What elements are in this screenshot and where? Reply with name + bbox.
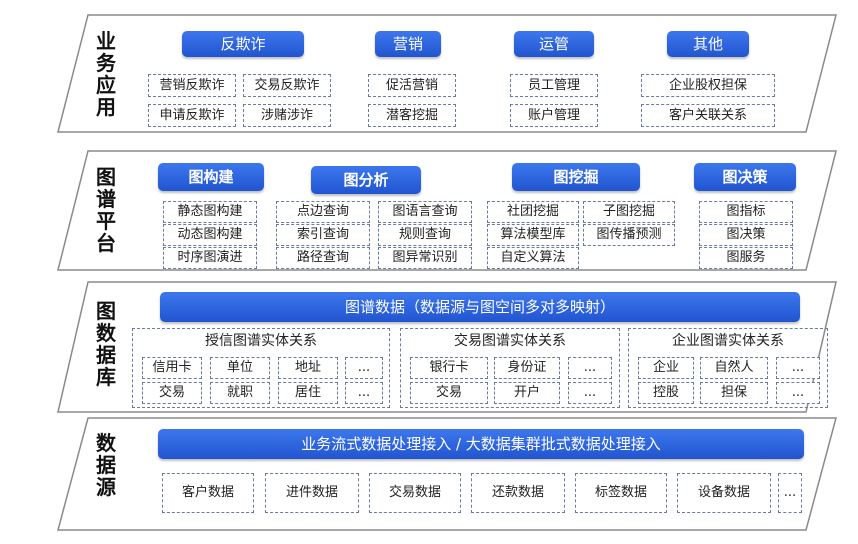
credit-graph-title: 授信图谱实体关系	[205, 333, 317, 349]
enterprise-entity-company: 企业	[638, 357, 694, 379]
app-item-prospect-mining: 潜客挖掘	[368, 104, 456, 127]
source-more: ...	[778, 473, 802, 513]
platform-item-index-query: 索引查询	[276, 224, 370, 246]
app-item-transaction-anti-fraud: 交易反欺诈	[243, 74, 331, 97]
platform-item-static-graph-build: 静态图构建	[163, 201, 257, 223]
transaction-entity-more: ...	[568, 357, 612, 379]
transaction-graph-group	[400, 328, 620, 408]
graph-build-header: 图构建	[158, 163, 264, 191]
business-application-layer: 业务应用 反欺诈 营销 运管 其他 营销反欺诈 交易反欺诈 申请反欺诈 涉赌涉诈…	[0, 0, 858, 140]
platform-item-graph-language-query: 图语言查询	[378, 201, 472, 223]
operations-header: 运管	[514, 31, 594, 57]
credit-entity-address: 地址	[278, 357, 338, 379]
platform-item-graph-service: 图服务	[699, 247, 793, 269]
source-customer-data: 客户数据	[162, 473, 254, 513]
platform-item-graph-metrics: 图指标	[699, 201, 793, 223]
marketing-header: 营销	[375, 31, 441, 57]
app-item-account-management: 账户管理	[510, 104, 598, 127]
others-header: 其他	[667, 31, 749, 57]
graph-analysis-header: 图分析	[311, 166, 421, 194]
graph-platform-title: 图谱平台	[96, 165, 116, 255]
app-item-gambling-fraud: 涉赌涉诈	[243, 104, 331, 127]
graph-database-title: 图数据库	[96, 299, 116, 389]
app-item-application-anti-fraud: 申请反欺诈	[148, 104, 236, 127]
app-item-activation-marketing: 促活营销	[368, 74, 456, 97]
platform-item-custom-algorithm: 自定义算法	[487, 247, 579, 269]
graph-decision-header: 图决策	[694, 163, 796, 191]
platform-item-algorithm-model-library: 算法模型库	[487, 224, 579, 246]
platform-item-rule-query: 规则查询	[378, 224, 472, 246]
credit-entity-credit-card: 信用卡	[142, 357, 202, 379]
enterprise-relation-guarantee: 担保	[700, 382, 768, 404]
platform-item-graph-anomaly-detection: 图异常识别	[378, 247, 472, 269]
credit-entity-more: ...	[345, 357, 383, 379]
platform-item-community-mining: 社团挖掘	[487, 201, 579, 223]
enterprise-entity-more: ...	[776, 357, 820, 379]
transaction-relation-more: ...	[568, 382, 612, 404]
enterprise-entity-natural-person: 自然人	[700, 357, 768, 379]
app-item-marketing-anti-fraud: 营销反欺诈	[148, 74, 236, 97]
credit-graph-group	[132, 328, 390, 408]
transaction-entity-bank-card: 银行卡	[410, 357, 488, 379]
transaction-relation-account-opening: 开户	[494, 382, 560, 404]
platform-item-path-query: 路径查询	[276, 247, 370, 269]
anti-fraud-header: 反欺诈	[182, 31, 304, 57]
credit-relation-more: ...	[345, 382, 383, 404]
transaction-relation-transaction: 交易	[410, 382, 488, 404]
platform-item-graph-propagation-prediction: 图传播预测	[583, 224, 675, 246]
source-device-data: 设备数据	[677, 473, 771, 513]
business-application-title: 业务应用	[96, 29, 116, 119]
platform-item-node-edge-query: 点边查询	[276, 201, 370, 223]
enterprise-graph-title: 企业图谱实体关系	[672, 333, 784, 349]
enterprise-graph-group	[628, 328, 828, 408]
data-source-title: 数据源	[96, 431, 116, 499]
source-application-data: 进件数据	[265, 473, 359, 513]
credit-relation-transaction: 交易	[142, 382, 202, 404]
platform-item-dynamic-graph-build: 动态图构建	[163, 224, 257, 246]
enterprise-relation-more: ...	[776, 382, 820, 404]
data-ingestion-header: 业务流式数据处理接入 / 大数据集群批式数据处理接入	[158, 429, 804, 459]
graph-platform-layer: 图谱平台 图构建 图分析 图挖掘 图决策 静态图构建 动态图构建 时序图演进 点…	[57, 150, 837, 271]
transaction-graph-title: 交易图谱实体关系	[454, 333, 566, 349]
platform-item-graph-decision: 图决策	[699, 224, 793, 246]
app-item-customer-relations: 客户关联关系	[641, 104, 775, 127]
credit-relation-employment: 就职	[210, 382, 270, 404]
graph-database-layer: 图数据库 图谱数据（数据源与图空间多对多映射） 授信图谱实体关系 信用卡 单位 …	[57, 281, 837, 413]
platform-item-subgraph-mining: 子图挖掘	[583, 201, 675, 223]
platform-item-temporal-graph-evolution: 时序图演进	[163, 247, 257, 269]
graph-data-header: 图谱数据（数据源与图空间多对多映射）	[160, 292, 800, 322]
credit-relation-residence: 居住	[278, 382, 338, 404]
graph-mining-header: 图挖掘	[512, 163, 640, 191]
enterprise-relation-holding: 控股	[638, 382, 694, 404]
app-item-staff-management: 员工管理	[510, 74, 598, 97]
source-tag-data: 标签数据	[575, 473, 667, 513]
credit-entity-employer: 单位	[210, 357, 270, 379]
source-transaction-data: 交易数据	[369, 473, 461, 513]
source-repayment-data: 还款数据	[471, 473, 565, 513]
app-item-enterprise-equity-guarantee: 企业股权担保	[641, 74, 775, 97]
transaction-entity-id-card: 身份证	[494, 357, 560, 379]
